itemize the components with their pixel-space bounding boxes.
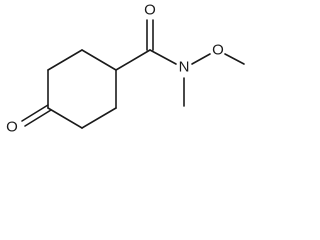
ring-bond-c1-c2	[81, 49, 117, 71]
bond-nitrogen-to-methoxy-oxygen	[191, 53, 211, 65]
ketone-double-bond-b	[24, 109, 52, 127]
carbonyl-oxygen-label: O	[144, 2, 156, 19]
molecule-structure: O N O O	[6, 2, 245, 136]
bond-ring-to-amide-carbon	[115, 49, 151, 71]
ketone-oxygen-label: O	[6, 119, 18, 136]
methoxy-oxygen-label: O	[212, 42, 224, 59]
bond-amide-carbon-to-nitrogen	[149, 49, 177, 65]
ring-bond-c2-c3	[47, 49, 83, 71]
structure-canvas: O N O O	[0, 0, 254, 138]
ring-bond-c5-c6	[81, 107, 117, 129]
ketone-double-bond-a	[21, 104, 49, 122]
bond-methoxy-oxygen-to-methyl	[224, 53, 245, 65]
amide-nitrogen-label: N	[179, 59, 190, 76]
ring-bond-c4-c5	[47, 107, 83, 129]
